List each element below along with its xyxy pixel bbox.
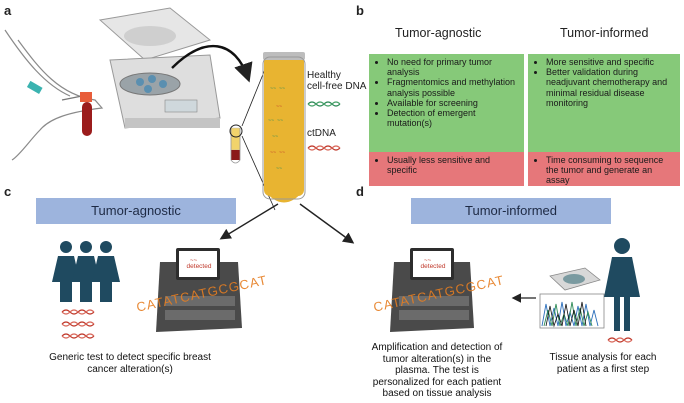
plasma-tube-icon: ~~ ~~ ~~ ~~ ~~ ~~ ~~ ~~ ~~	[262, 52, 306, 203]
agnostic-pro-item: Available for screening	[387, 98, 520, 108]
agnostic-banner: Tumor-agnostic	[36, 198, 236, 224]
ctdna-label: ctDNA	[307, 128, 336, 139]
healthy-dna-label: Healthy cell-free DNA	[307, 70, 367, 92]
arrow-to-agnostic	[219, 203, 279, 240]
agnostic-cons-box: Usually less sensitive and specific	[369, 152, 524, 186]
agnostic-con-item: Usually less sensitive and specific	[387, 155, 520, 175]
informed-pro-item: Better validation during neadjuvant chem…	[546, 67, 676, 108]
small-tube-icon	[230, 127, 241, 164]
sequencer-machine-d: ~~	[390, 248, 474, 332]
informed-pros-box: More sensitive and specific Better valid…	[528, 54, 680, 152]
agnostic-pros-box: No need for primary tumor analysis Fragm…	[369, 54, 524, 152]
svg-text:~~: ~~	[424, 257, 432, 264]
zoom-circle	[229, 124, 243, 138]
svg-text:~~: ~~	[272, 134, 278, 140]
panel-label-d: d	[356, 184, 364, 199]
svg-text:~~ ~~: ~~ ~~	[270, 150, 285, 156]
process-arrow	[171, 44, 253, 83]
patient-dna-icon	[607, 337, 633, 343]
agnostic-pro-item: No need for primary tumor analysis	[387, 57, 520, 77]
agnostic-column-title: Tumor-agnostic	[395, 26, 482, 40]
dna-icons-group	[61, 309, 95, 339]
tissue-slide-icon	[549, 267, 601, 291]
svg-text:~~: ~~	[276, 104, 282, 110]
sequencer-machine-c: ~~	[156, 248, 242, 332]
svg-text:~~: ~~	[276, 166, 282, 172]
informed-cons-box: Time consuming to sequence the tumor and…	[528, 152, 680, 186]
centrifuge-icon	[98, 7, 221, 129]
woman-icon	[604, 238, 640, 331]
arm-illustration	[4, 29, 104, 161]
agnostic-pro-item: Fragmentomics and methylation analysis p…	[387, 77, 520, 97]
svg-text:~~ ~~: ~~ ~~	[270, 86, 285, 92]
chromatogram-icon	[539, 293, 605, 329]
panel-label-c: c	[4, 184, 12, 199]
svg-text:~~ ~~: ~~ ~~	[268, 118, 283, 124]
women-group-icon	[52, 241, 120, 302]
detected-screen-text-c: detected	[186, 263, 212, 270]
panel-label-b: b	[356, 3, 364, 18]
agnostic-pro-item: Detection of emergent mutation(s)	[387, 108, 520, 128]
zoom-line-top	[241, 61, 269, 127]
informed-pro-item: More sensitive and specific	[546, 57, 676, 67]
zoom-line-bottom	[241, 135, 276, 211]
ctdna-icon	[307, 145, 341, 151]
informed-test-caption: Amplification and detection of tumor alt…	[371, 342, 503, 399]
svg-text:~~: ~~	[190, 257, 198, 264]
informed-banner: Tumor-informed	[411, 198, 611, 224]
agnostic-caption: Generic test to detect specific breast c…	[49, 352, 211, 375]
blood-collection-tube-icon	[61, 92, 92, 136]
healthy-dna-icon	[307, 101, 341, 107]
informed-column-title: Tumor-informed	[560, 26, 649, 40]
informed-con-item: Time consuming to sequence the tumor and…	[546, 155, 676, 186]
detected-screen-text-d: detected	[420, 263, 446, 270]
tissue-analysis-caption: Tissue analysis for each patient as a fi…	[549, 352, 657, 375]
panel-label-a: a	[4, 3, 12, 18]
arrow-to-informed	[299, 203, 355, 244]
